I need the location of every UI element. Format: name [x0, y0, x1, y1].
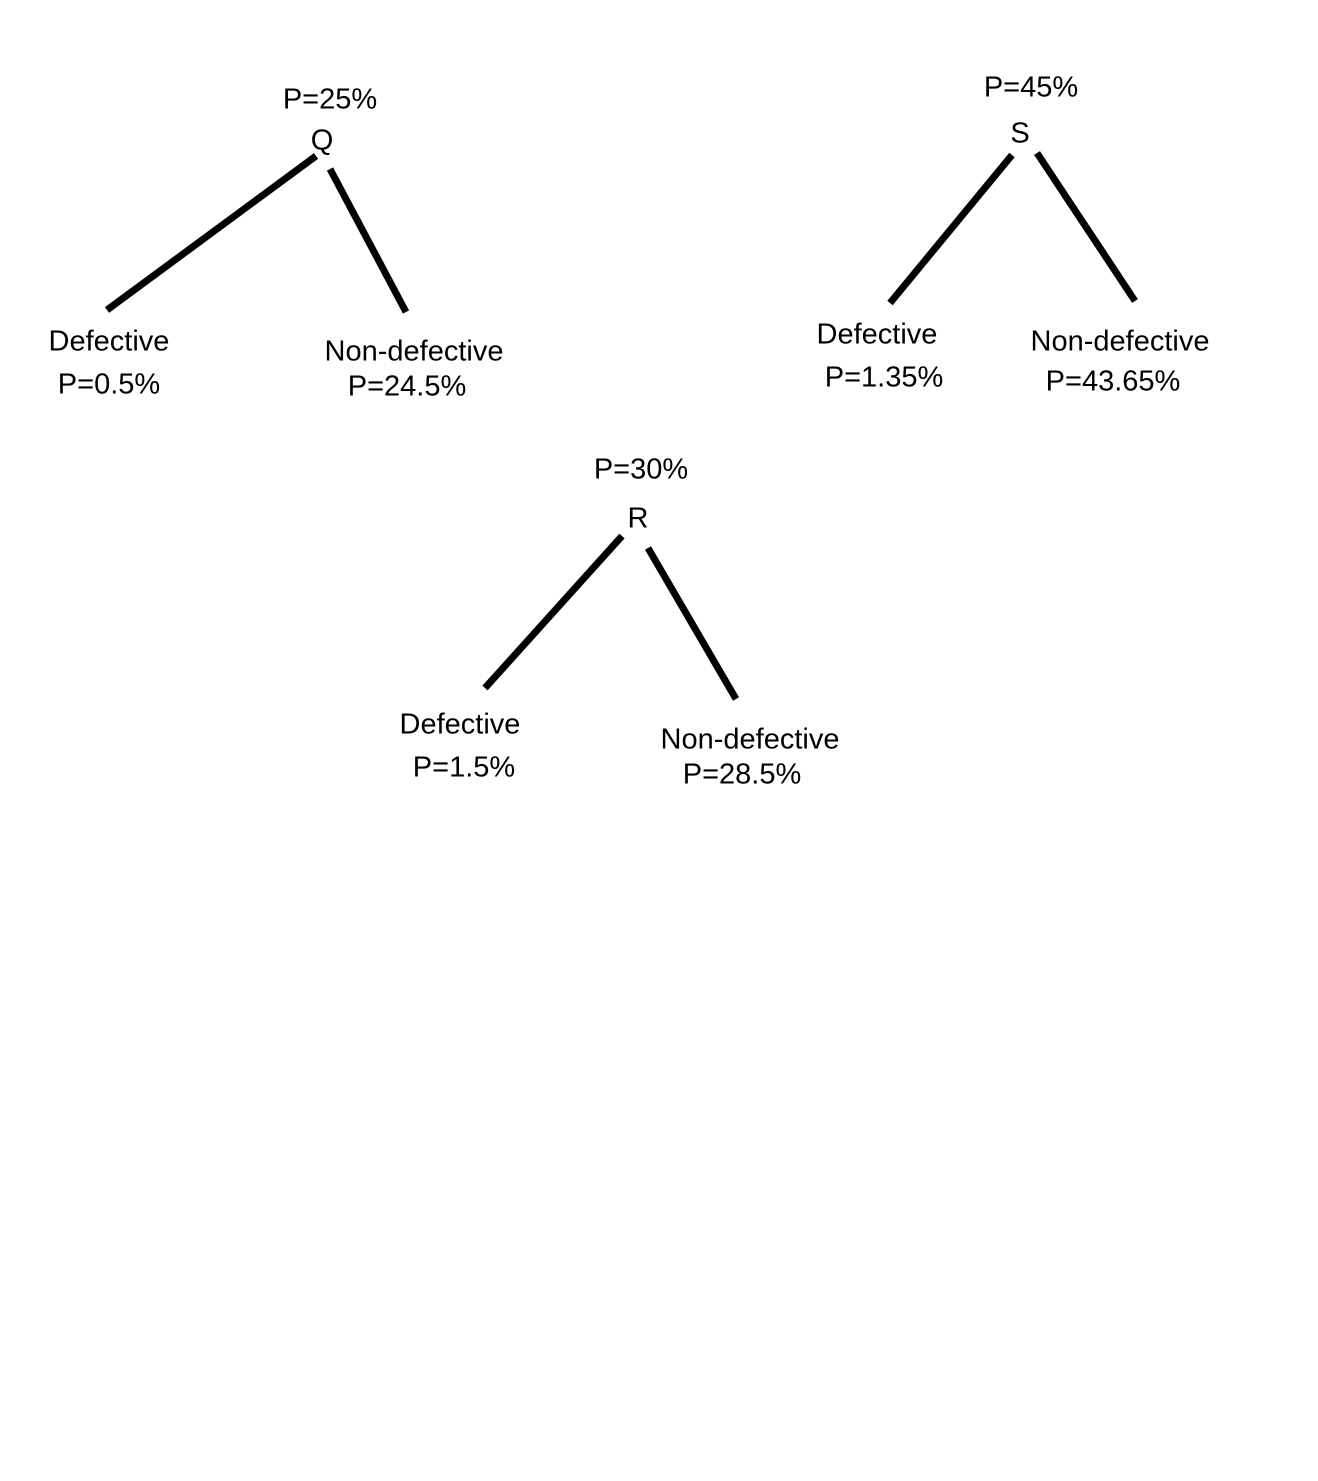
tree-r-non-defective-label: Non-defective: [660, 723, 840, 756]
tree-s-defective-label: Defective: [816, 318, 938, 351]
tree-q-non-defective-label: Non-defective: [324, 335, 504, 368]
tree-q-defective-probability: P=0.5%: [57, 368, 161, 401]
tree-q-root-node: Q: [310, 124, 334, 157]
tree-r-non-defective-probability: P=28.5%: [682, 758, 802, 791]
tree-q-non-defective-probability: P=24.5%: [347, 370, 467, 403]
tree-s-left-branch-line: [887, 152, 1015, 306]
tree-s-root-probability: P=45%: [983, 71, 1079, 104]
tree-r-root-probability: P=30%: [593, 453, 689, 486]
tree-r-defective-label: Defective: [399, 708, 521, 741]
tree-q-defective-label: Defective: [48, 325, 170, 358]
tree-r-right-branch-line: [644, 546, 740, 701]
tree-q-right-branch-line: [326, 167, 410, 314]
tree-r-defective-probability: P=1.5%: [412, 751, 516, 784]
tree-q-left-branch-line: [104, 153, 319, 313]
tree-s-defective-probability: P=1.35%: [824, 361, 944, 394]
tree-s-non-defective-probability: P=43.65%: [1045, 365, 1181, 398]
tree-s-non-defective-label: Non-defective: [1030, 325, 1210, 358]
tree-r-root-node: R: [627, 502, 649, 535]
tree-s-root-node: S: [1010, 117, 1030, 150]
tree-r-left-branch-line: [482, 533, 625, 691]
tree-s-right-branch-line: [1034, 151, 1138, 303]
tree-q-root-probability: P=25%: [282, 83, 378, 116]
